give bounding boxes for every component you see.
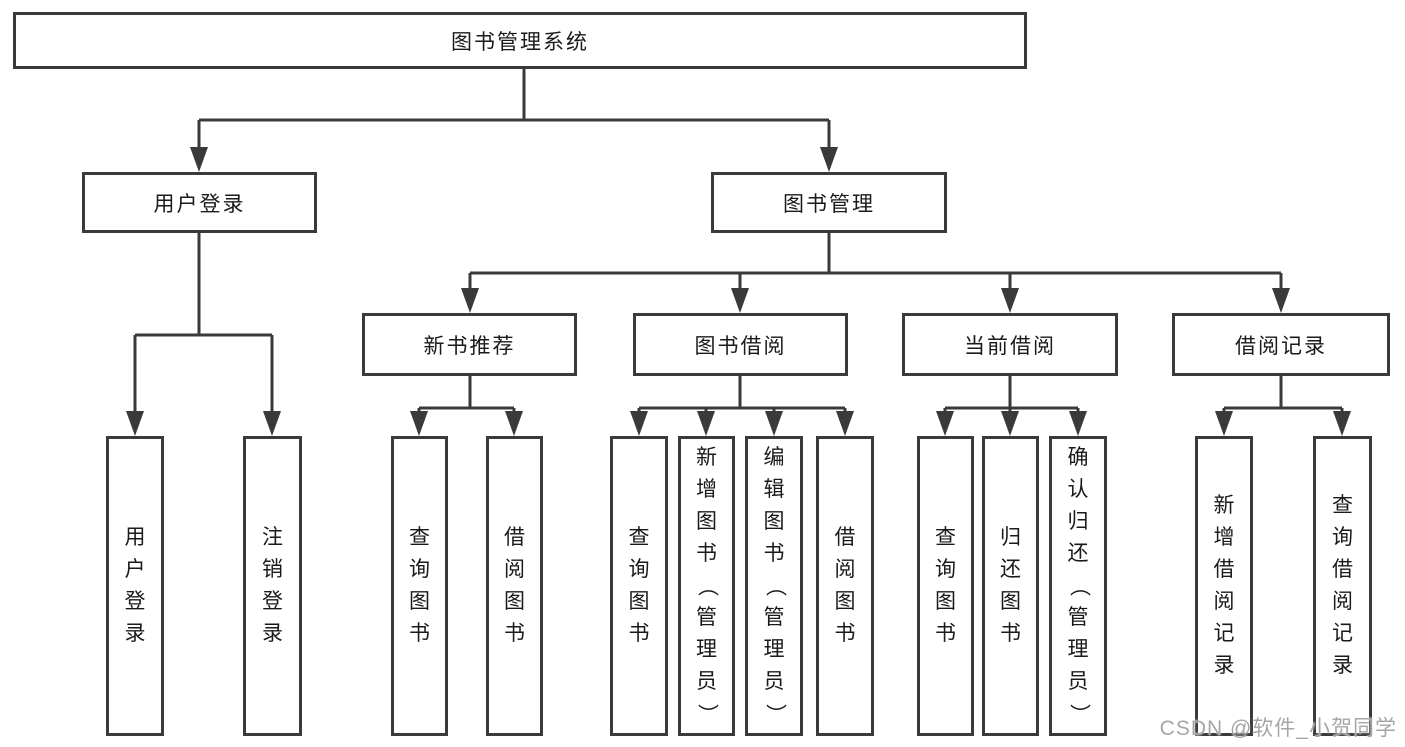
node-label: 注销登录 — [262, 526, 283, 645]
node-leaf-logout: 注销登录 — [243, 436, 302, 736]
node-label: 图书管理系统 — [451, 30, 589, 54]
node-leaf-confirm-return-admin: 确认归还（管理员） — [1049, 436, 1107, 736]
node-leaf-add-borrow-record: 新增借阅记录 — [1195, 436, 1253, 736]
node-leaf-borrow-books-borrowing: 借阅图书 — [816, 436, 874, 736]
node-leaf-add-books-admin: 新增图书（管理员） — [678, 436, 735, 736]
node-label: 确认归还（管理员） — [1067, 446, 1090, 725]
node-book-management: 图书管理 — [711, 172, 947, 233]
node-label: 用户登录 — [124, 526, 146, 645]
node-library-management-system: 图书管理系统 — [13, 12, 1027, 69]
csdn-watermark: CSDN @软件_小贺同学 — [1159, 717, 1397, 740]
node-leaf-query-borrow-record: 查询借阅记录 — [1313, 436, 1372, 736]
node-label: 查询图书 — [409, 526, 430, 645]
node-label: 查询图书 — [935, 526, 956, 645]
node-label: 图书管理 — [783, 192, 875, 216]
node-label: 借阅图书 — [504, 526, 525, 645]
node-leaf-query-books-borrowing: 查询图书 — [610, 436, 668, 736]
node-label: 新书推荐 — [423, 334, 516, 358]
node-label: 查询借阅记录 — [1332, 494, 1353, 677]
node-user-login: 用户登录 — [82, 172, 317, 233]
node-label: 新增借阅记录 — [1213, 494, 1235, 677]
node-current-borrowing: 当前借阅 — [902, 313, 1118, 376]
node-label: 当前借阅 — [964, 334, 1056, 358]
node-label: 借阅图书 — [834, 526, 856, 645]
node-label: 新增图书（管理员） — [695, 446, 719, 725]
node-book-borrowing: 图书借阅 — [633, 313, 848, 376]
node-leaf-user-login: 用户登录 — [106, 436, 164, 736]
node-borrowing-records: 借阅记录 — [1172, 313, 1390, 376]
node-leaf-edit-books-admin: 编辑图书（管理员） — [745, 436, 803, 736]
node-label: 图书借阅 — [694, 334, 787, 358]
node-label: 借阅记录 — [1235, 334, 1327, 358]
node-leaf-query-books-recommend: 查询图书 — [391, 436, 448, 736]
node-new-book-recommendation: 新书推荐 — [362, 313, 577, 376]
node-leaf-query-books-current: 查询图书 — [917, 436, 974, 736]
node-label: 归还图书 — [1000, 526, 1021, 645]
node-leaf-return-books: 归还图书 — [982, 436, 1039, 736]
node-label: 编辑图书（管理员） — [763, 446, 786, 725]
node-label: 查询图书 — [628, 526, 650, 645]
node-leaf-borrow-books-recommend: 借阅图书 — [486, 436, 543, 736]
node-label: 用户登录 — [153, 192, 246, 216]
